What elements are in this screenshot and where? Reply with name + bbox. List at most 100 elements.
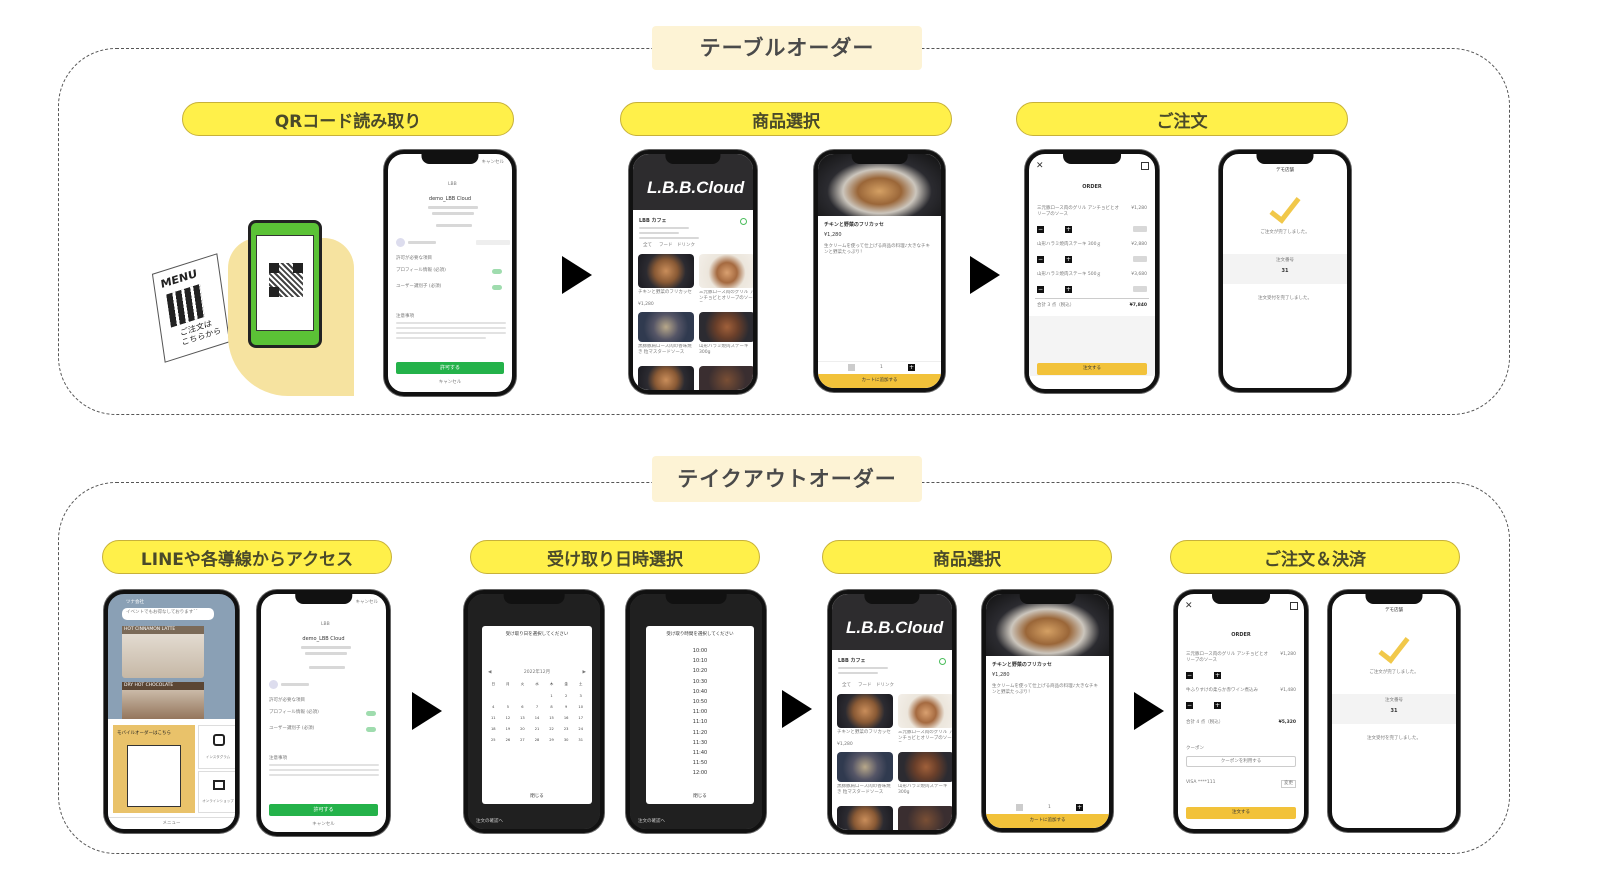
calendar-date[interactable]: 2 — [564, 694, 568, 698]
calendar-date[interactable]: 11 — [490, 716, 496, 720]
order2-minus-2[interactable]: − — [1186, 702, 1193, 709]
time-option[interactable]: 11:30 — [692, 739, 708, 746]
calendar-date[interactable]: 1 — [550, 694, 553, 698]
tab-drink-2[interactable]: ドリンク — [876, 683, 894, 688]
calendar-date[interactable]: 27 — [520, 738, 525, 742]
plus-icon-1[interactable]: + — [1065, 226, 1072, 233]
calendar-date[interactable]: 28 — [534, 738, 540, 742]
time-option[interactable]: 11:50 — [692, 760, 708, 767]
add-to-cart-button[interactable]: カートに追加する — [818, 374, 941, 388]
order2-minus-1[interactable]: − — [1186, 672, 1193, 679]
calendar-date[interactable]: 8 — [550, 705, 553, 709]
prev-month-icon[interactable]: ◀ — [488, 670, 492, 675]
confirm-order-bar[interactable]: 注文の確認へ — [476, 819, 503, 824]
time-option[interactable]: 10:50 — [692, 699, 708, 706]
time-option[interactable]: 10:10 — [692, 658, 708, 665]
profile-toggle[interactable] — [492, 269, 502, 274]
order2-plus-2[interactable]: + — [1214, 702, 1221, 709]
calendar-date[interactable]: 6 — [521, 705, 524, 709]
calendar-date[interactable]: 26 — [505, 738, 511, 742]
delete-button-3[interactable] — [1133, 286, 1147, 292]
time-option[interactable]: 10:00 — [692, 648, 708, 654]
instagram-tile[interactable]: インスタグラム — [198, 725, 235, 769]
calendar-date[interactable]: 3 — [579, 694, 582, 698]
pay-button-2[interactable]: 注文する — [1186, 807, 1296, 819]
mobile-order-tile[interactable]: モバイルオーダーはこちら — [113, 725, 195, 813]
next-month-icon[interactable]: ▶ — [582, 670, 586, 675]
food-image-4[interactable] — [699, 312, 753, 342]
menu-icon[interactable] — [1141, 162, 1149, 170]
food-image-6[interactable] — [898, 694, 952, 728]
food-image-3[interactable] — [638, 312, 694, 342]
pay-button[interactable]: 注文する — [1037, 363, 1147, 375]
minus-icon-2[interactable]: − — [1037, 256, 1044, 263]
calendar-date[interactable]: 10 — [578, 705, 583, 709]
food-image-5[interactable] — [837, 694, 893, 728]
calendar-date[interactable]: 7 — [535, 705, 539, 709]
calendar-date[interactable]: 20 — [520, 727, 525, 731]
plus-button-2[interactable]: + — [1076, 804, 1083, 811]
plus-icon-3[interactable]: + — [1065, 286, 1072, 293]
cancel-link-2[interactable]: キャンセル — [355, 600, 379, 605]
tab-food[interactable]: フード — [659, 243, 673, 248]
calendar-date[interactable]: 30 — [563, 738, 569, 742]
calendar-date[interactable]: 21 — [534, 727, 540, 731]
calendar-date[interactable]: 4 — [492, 705, 495, 709]
time-option[interactable]: 11:40 — [692, 750, 708, 757]
confirm-order-bar-2[interactable]: 注文の確認へ — [638, 819, 665, 824]
food-image-7[interactable] — [837, 752, 893, 782]
calendar-date[interactable]: 5 — [506, 705, 509, 709]
food-image-2[interactable] — [699, 254, 753, 288]
time-option[interactable]: 11:20 — [692, 729, 708, 736]
delete-button-1[interactable] — [1133, 226, 1147, 232]
delete-button-2[interactable] — [1133, 256, 1147, 262]
calendar-date[interactable]: 9 — [564, 705, 568, 709]
tab-all-2[interactable]: 全て — [842, 683, 851, 688]
time-option[interactable]: 11:00 — [692, 709, 708, 716]
calendar-date[interactable]: 18 — [490, 727, 496, 731]
allow-button[interactable]: 許可する — [396, 362, 504, 374]
minus-icon-3[interactable]: − — [1037, 286, 1044, 293]
calendar-date[interactable]: 29 — [549, 738, 554, 742]
time-option[interactable]: 10:40 — [692, 688, 708, 695]
tab-drink[interactable]: ドリンク — [677, 243, 695, 248]
calendar-date[interactable]: 16 — [563, 716, 569, 720]
calendar-date[interactable]: 24 — [578, 727, 583, 731]
food-image-8[interactable] — [898, 752, 952, 782]
cancel-button-2[interactable]: キャンセル — [312, 822, 335, 827]
cancel-link[interactable]: キャンセル — [481, 160, 505, 165]
calendar-date[interactable]: 14 — [534, 716, 540, 720]
calendar-date[interactable]: 17 — [578, 716, 583, 720]
add-to-cart-button-2[interactable]: カートに追加する — [986, 814, 1109, 828]
userid-toggle[interactable] — [492, 285, 502, 290]
allow-button-2[interactable]: 許可する — [269, 804, 378, 816]
time-option[interactable]: 10:30 — [692, 678, 708, 685]
userid-toggle-2[interactable] — [366, 727, 376, 732]
minus-button[interactable] — [848, 364, 855, 371]
tab-all[interactable]: 全て — [643, 243, 652, 248]
profile-toggle-2[interactable] — [366, 711, 376, 716]
coupon-button[interactable]: クーポンを利用する — [1186, 756, 1296, 767]
minus-button-2[interactable] — [1016, 804, 1023, 811]
promo-card-1[interactable]: HOT CINNAMON LATTE — [122, 626, 204, 678]
calendar-date[interactable]: 12 — [505, 716, 511, 720]
calendar-date[interactable]: 23 — [563, 727, 569, 731]
order2-plus-1[interactable]: + — [1214, 672, 1221, 679]
time-option[interactable]: 11:10 — [692, 719, 708, 726]
cancel-button[interactable]: キャンセル — [438, 380, 462, 385]
calendar-date[interactable]: 15 — [549, 716, 554, 720]
calendar-date[interactable]: 31 — [578, 738, 583, 742]
time-option[interactable]: 12:00 — [692, 770, 708, 777]
calendar-date[interactable]: 25 — [490, 738, 496, 742]
calendar-date[interactable]: 22 — [549, 727, 554, 731]
plus-button[interactable]: + — [908, 364, 915, 371]
minus-icon-1[interactable]: − — [1037, 226, 1044, 233]
online-shop-tile[interactable]: オンラインショップ — [198, 771, 235, 813]
menu-icon-2[interactable] — [1290, 602, 1298, 610]
close-icon-2[interactable]: ✕ — [1185, 601, 1193, 611]
calendar-date[interactable]: 19 — [505, 727, 511, 731]
calendar-date[interactable]: 13 — [520, 716, 525, 720]
menu-label[interactable]: メニュー — [162, 821, 181, 826]
plus-icon-2[interactable]: + — [1065, 256, 1072, 263]
food-image-1[interactable] — [638, 254, 694, 288]
